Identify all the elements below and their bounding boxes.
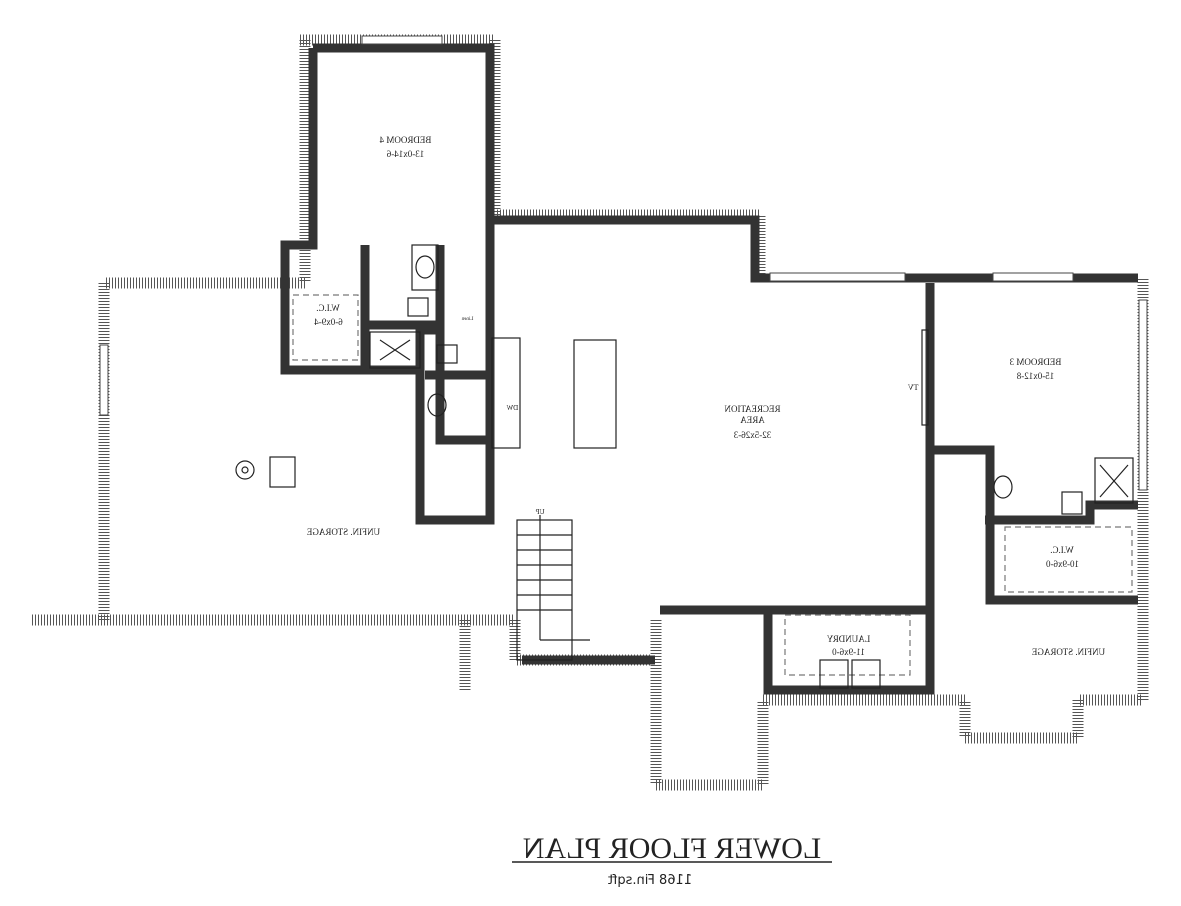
- wet-bar-counter: [491, 337, 521, 449]
- bedroom4-size: 13-0x14-6: [386, 149, 424, 159]
- bedroom4-label: BEDROOM 4: [379, 135, 431, 145]
- island: [573, 339, 617, 449]
- linen-label: Linen: [461, 317, 473, 322]
- wic-left-shelving: [292, 294, 359, 361]
- wic-right-shelving: [1004, 526, 1133, 593]
- plan-title: LOWER FLOOR PLAN: [523, 832, 821, 865]
- wic-right-label: W.I.C.: [1050, 545, 1073, 555]
- up-label: UP: [536, 508, 545, 516]
- bedroom3-label: BEDROOM 3: [1009, 357, 1061, 367]
- dw-label: DW: [506, 404, 518, 412]
- tv-unit: [921, 329, 929, 426]
- wic-left-size: 6-0x9-4: [314, 317, 343, 327]
- laundry-label: LAUNDRY: [826, 634, 870, 644]
- storage-left-label: UNFIN. STORAGE: [306, 527, 380, 537]
- tv-label: TV: [908, 383, 919, 392]
- wic-right-size: 10-9x6-0: [1046, 559, 1079, 569]
- stairs[interactable]: [516, 515, 590, 661]
- wic-left-label: W.I.C.: [316, 303, 339, 313]
- foundation-walls: [30, 34, 1149, 791]
- finished-area: 1168 Fin.sqft: [608, 873, 692, 888]
- storage-right-label: UNFIN. STORAGE: [1031, 647, 1105, 657]
- fixtures: [235, 244, 1134, 689]
- recreation-label-1: RECREATION: [724, 404, 781, 414]
- laundry-counter: [784, 614, 911, 676]
- laundry-size: 11-9x6-0: [832, 647, 865, 657]
- recreation-size: 32-5x26-3: [733, 430, 771, 440]
- bedroom3-size: 15-0x12-8: [1016, 371, 1054, 381]
- windows: [99, 35, 1148, 491]
- recreation-label-2: AREA: [740, 415, 765, 425]
